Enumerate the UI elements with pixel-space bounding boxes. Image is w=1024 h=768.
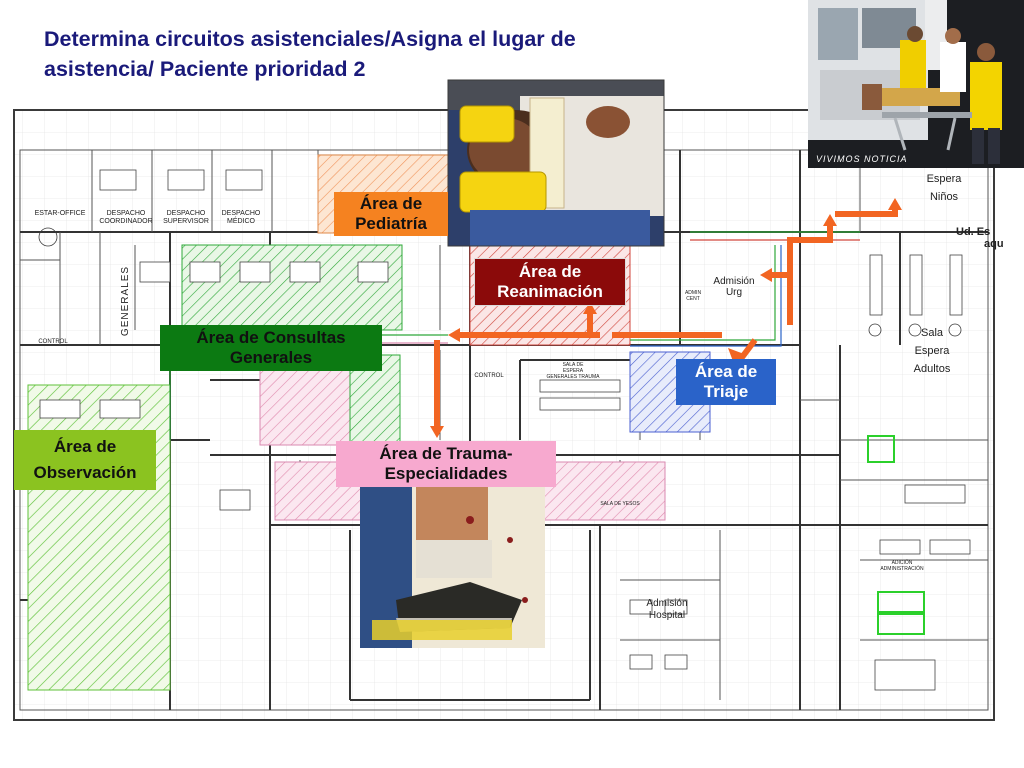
- room-estar-office: ESTAR-OFFICE: [34, 210, 86, 217]
- title-line-1: Determina circuitos asistenciales/Asigna…: [44, 27, 576, 51]
- ambulance-photo: [808, 0, 1024, 168]
- page-title: Determina circuitos asistenciales/Asigna…: [44, 24, 744, 84]
- label-area-trauma-especialidades: Área de Trauma-Especialidades: [336, 441, 556, 487]
- title-line-2: asistencia/ Paciente prioridad 2: [44, 57, 366, 81]
- patient-head-photo: [448, 80, 664, 246]
- arrow-heads: [430, 198, 902, 438]
- room-control-left: CONTROL: [38, 339, 68, 345]
- plan-furniture: [39, 169, 971, 691]
- zone-consultas-top: [181, 244, 403, 331]
- room-sala-de-yesos: SALA DE YESOS: [600, 501, 640, 507]
- room-control-mid: CONTROL: [474, 373, 504, 379]
- photo-brand-text: VIVIMOS NOTICIA: [816, 154, 908, 164]
- leg-injury-photo: [360, 485, 545, 648]
- room-generales-vertical: GENERALES: [120, 265, 131, 337]
- circuit-arrows: [434, 207, 898, 428]
